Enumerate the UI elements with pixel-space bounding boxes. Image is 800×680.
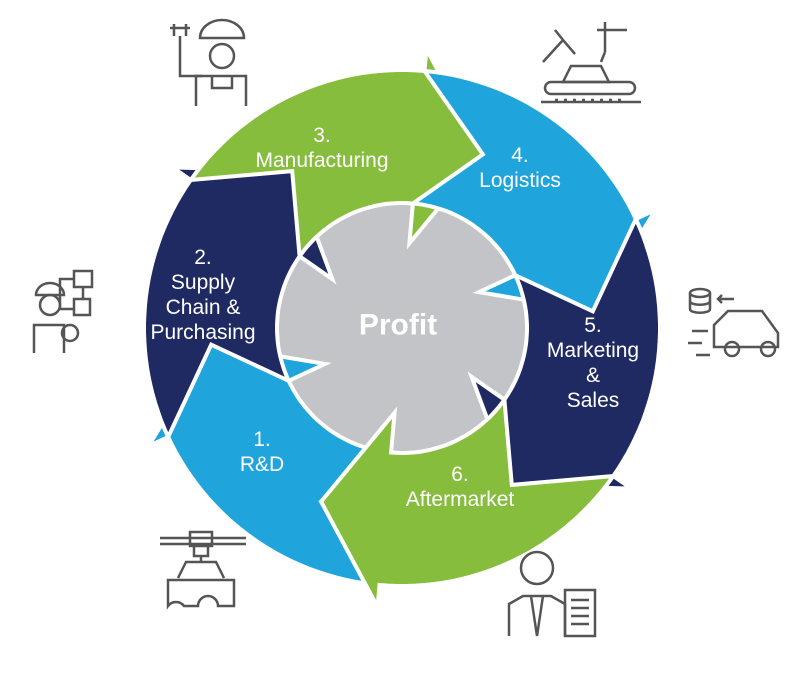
stage-name-line: Supply — [170, 271, 236, 294]
stage-name: Aftermarket — [405, 488, 515, 511]
mechanic-worker-icon — [160, 18, 250, 113]
stage-name-line: Sales — [566, 389, 620, 412]
stage-4-arrow — [407, 68, 662, 314]
stage-name: R&D — [239, 453, 285, 476]
stage-name: Logistics — [479, 169, 561, 192]
stage-2-label: 2. Supply Chain & Purchasing — [150, 245, 255, 345]
service-agent-icon — [505, 548, 615, 643]
stage-name-line: & — [585, 364, 601, 387]
center-profit-circle — [269, 195, 535, 461]
stage-number: 2. — [194, 246, 212, 269]
stage-name: Manufacturing — [255, 149, 389, 172]
stage-6-arrow — [318, 394, 618, 614]
stage-name-line: Marketing — [546, 339, 640, 362]
stage-number: 4. — [511, 144, 529, 167]
stage-4-label: 4. Logistics — [479, 143, 561, 193]
stage-6-label: 6. Aftermarket — [406, 462, 515, 512]
stage-number: 6. — [451, 463, 469, 486]
stage-1-label: 1. R&D — [240, 427, 284, 477]
stage-name-line: Chain & — [165, 296, 241, 319]
stage-number: 1. — [253, 428, 271, 451]
stage-number: 5. — [584, 314, 602, 337]
robotic-assembly-icon — [535, 22, 645, 117]
stage-5-arrow — [467, 214, 662, 491]
stage-3-label: 3. Manufacturing — [255, 123, 388, 173]
stage-2-arrow — [142, 165, 337, 442]
stage-3-arrow — [186, 42, 486, 262]
stage-1-arrow — [142, 342, 397, 588]
stage-5-label: 5. Marketing & Sales — [547, 313, 639, 413]
center-profit-label: Profit — [358, 308, 438, 342]
stage-number: 3. — [313, 124, 331, 147]
money-car-icon — [688, 285, 788, 370]
stage-name-line: Purchasing — [150, 321, 256, 344]
car-design-icon — [158, 528, 248, 618]
engineer-flowchart-icon — [28, 265, 98, 365]
